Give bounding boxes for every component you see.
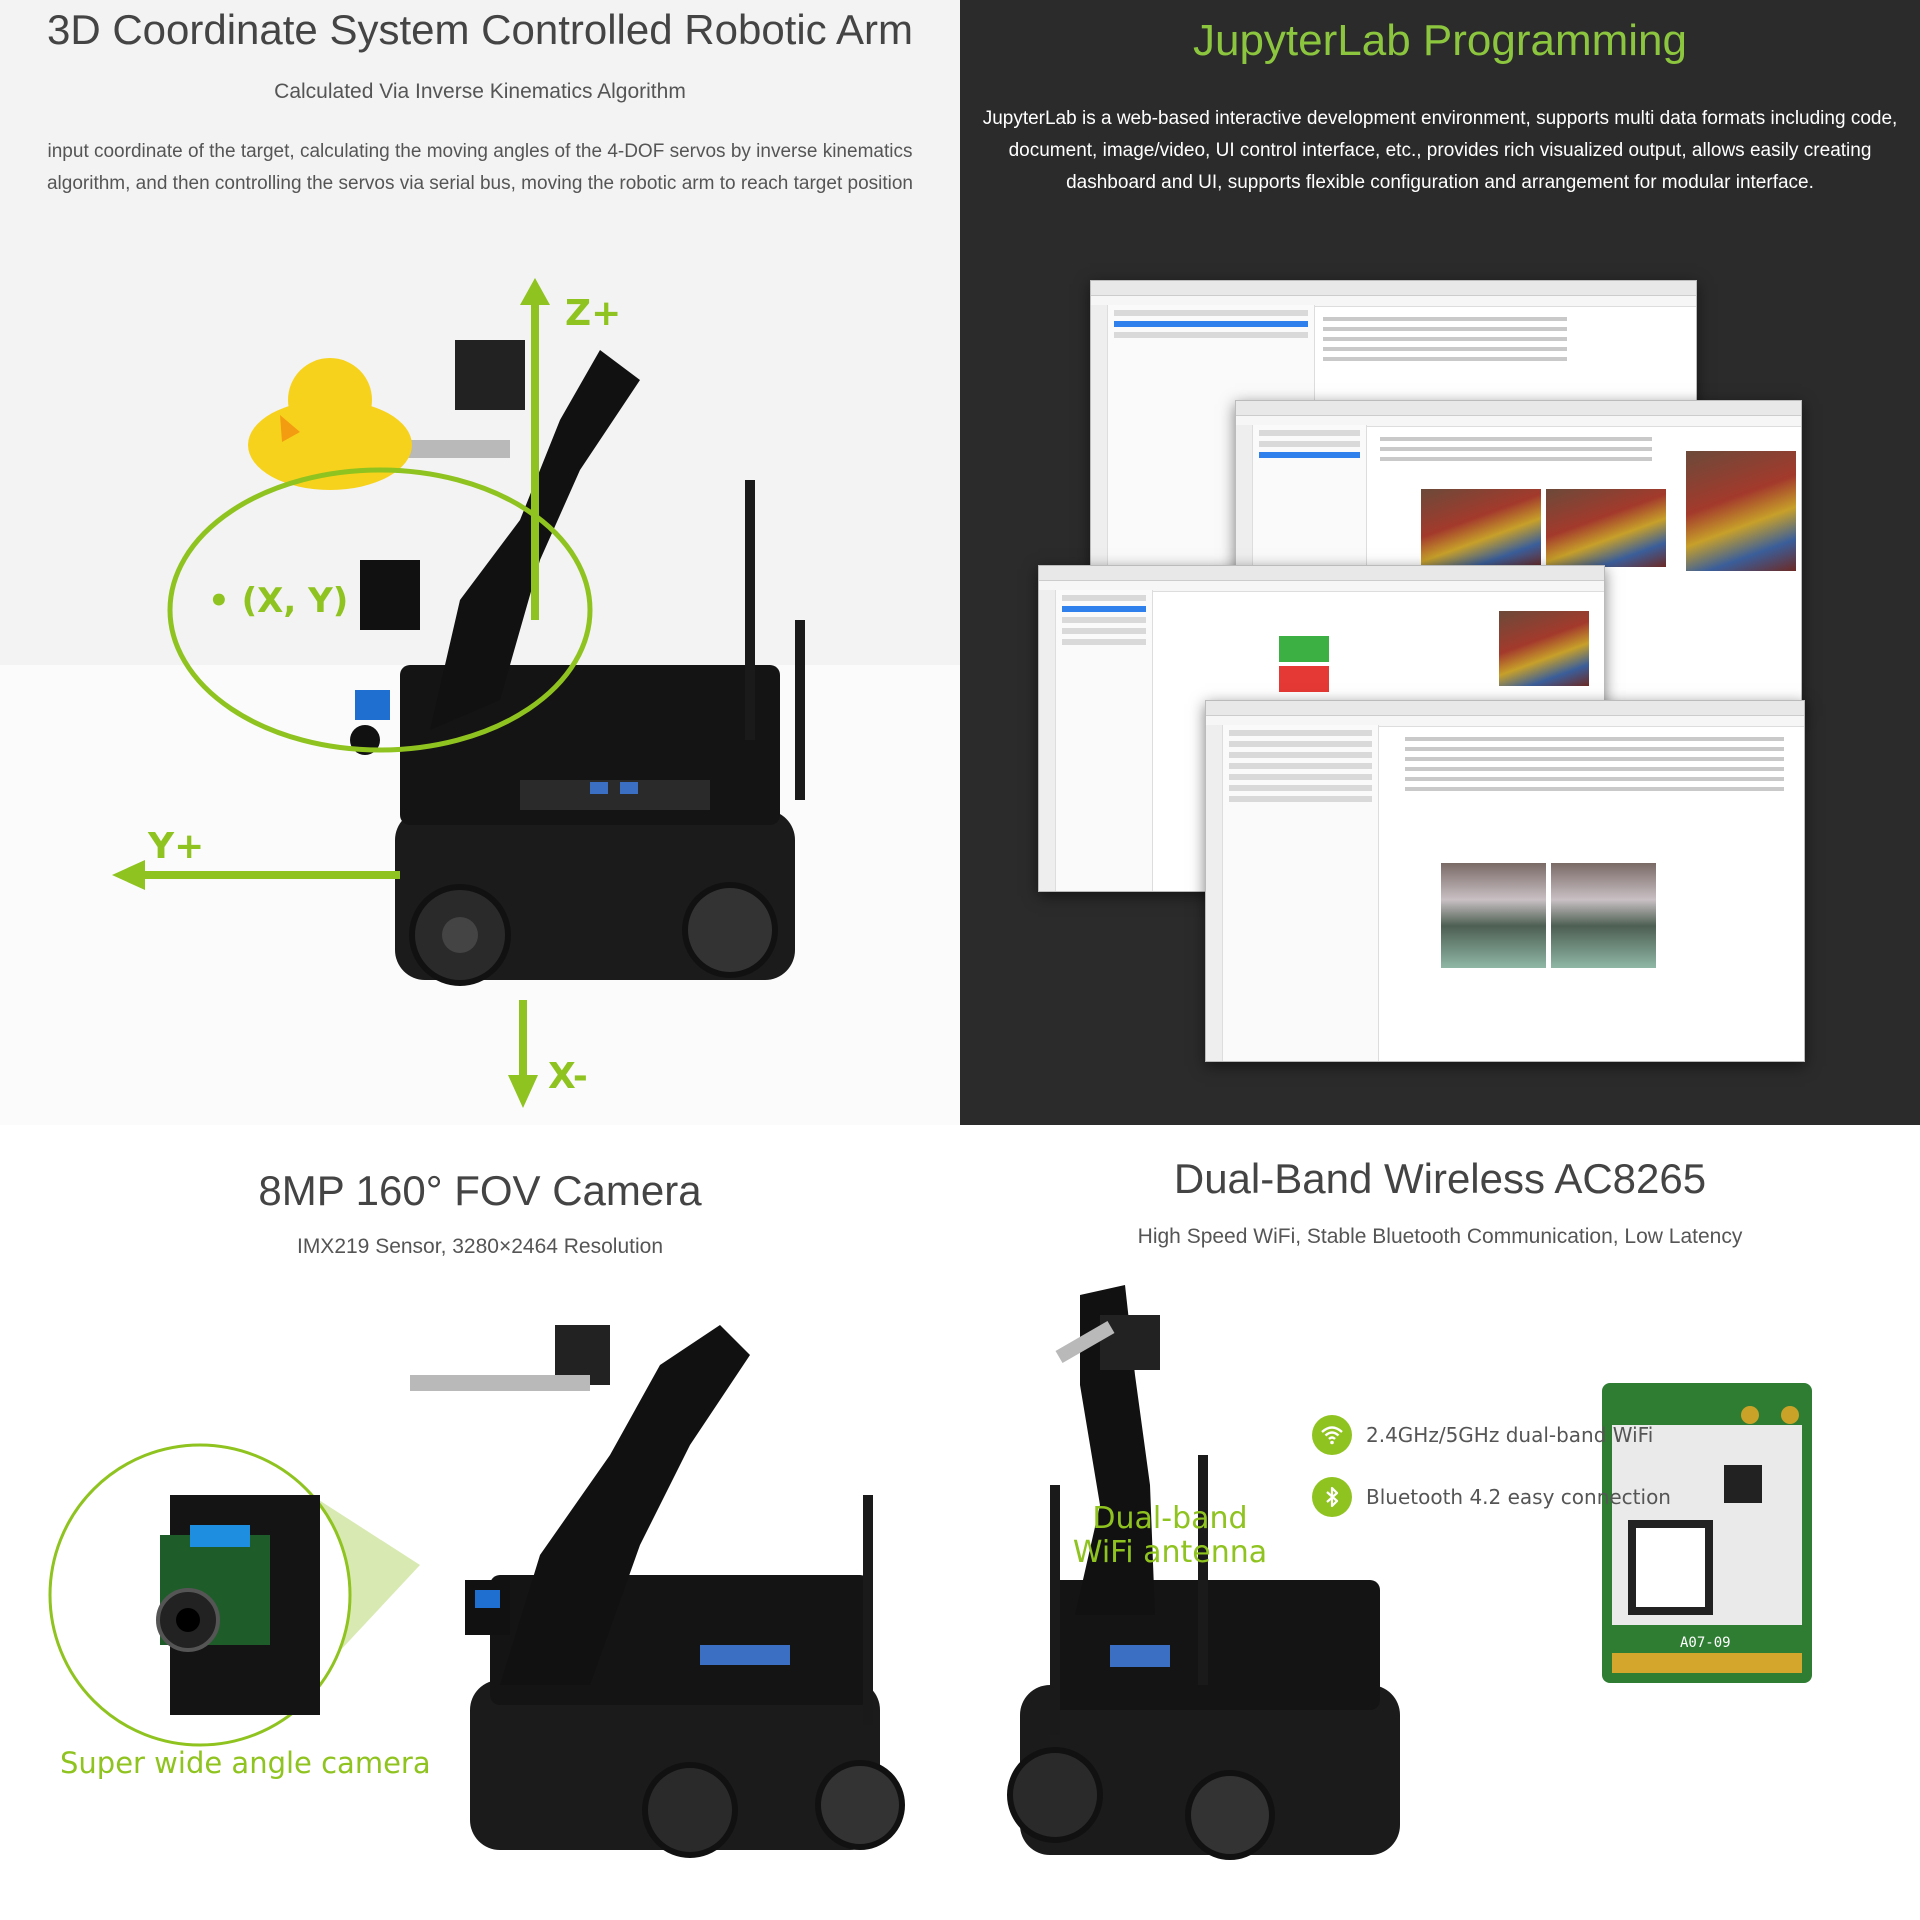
panel1-subtitle: Calculated Via Inverse Kinematics Algori… (274, 80, 686, 103)
robot-image (1007, 1285, 1400, 1860)
z-axis-label: Z+ (565, 293, 621, 334)
feature-wifi-label: 2.4GHz/5GHz dual-band WiFi (1366, 1423, 1654, 1447)
antenna-label-line2: WiFi antenna (1073, 1535, 1267, 1570)
antenna-label-line1: Dual-band (1092, 1501, 1247, 1536)
panel-robotic-arm: 3D Coordinate System Controlled Robotic … (0, 0, 960, 1125)
coordinate-diagram: Z+ Y+ X- • (X, Y) (0, 278, 960, 1125)
panel-wireless: Dual-Band Wireless AC8265 High Speed WiF… (960, 1125, 1920, 1920)
feature-bluetooth: Bluetooth 4.2 easy connection (1312, 1477, 1671, 1517)
panel1-description: input coordinate of the target, calculat… (46, 141, 913, 194)
wifi-icon (1312, 1415, 1352, 1455)
panel-jupyterlab: JupyterLab Programming JupyterLab is a w… (960, 0, 1920, 1125)
wifi-card: A07-09 (1602, 1383, 1812, 1683)
target-point-label: • (X, Y) (208, 581, 348, 621)
robot-image (410, 1325, 905, 1858)
card-label: A07-09 (1680, 1635, 1731, 1651)
y-axis-label: Y+ (147, 826, 204, 867)
panel3-title: 8MP 160° FOV Camera (258, 1167, 702, 1214)
jupyter-screenshot-4 (1205, 700, 1805, 1062)
reach-ellipse (167, 467, 593, 753)
x-axis-arrow (508, 1000, 538, 1108)
camera-illustration: Super wide angle camera (48, 1325, 905, 1858)
panel2-title: JupyterLab Programming (1192, 16, 1687, 65)
z-axis-arrow (520, 278, 550, 620)
feature-bluetooth-label: Bluetooth 4.2 easy connection (1366, 1485, 1671, 1509)
y-axis-arrow (112, 860, 400, 890)
panel-camera: 8MP 160° FOV Camera IMX219 Sensor, 3280×… (0, 1125, 960, 1920)
robot-image (248, 340, 805, 986)
feature-wifi: 2.4GHz/5GHz dual-band WiFi (1312, 1415, 1653, 1455)
panel2-description: JupyterLab is a web-based interactive de… (982, 108, 1898, 193)
panel4-title: Dual-Band Wireless AC8265 (1173, 1155, 1707, 1202)
panel3-subtitle: IMX219 Sensor, 3280×2464 Resolution (296, 1235, 663, 1258)
panel1-title: 3D Coordinate System Controlled Robotic … (46, 6, 914, 53)
panel4-subtitle: High Speed WiFi, Stable Bluetooth Commun… (1137, 1225, 1743, 1248)
bluetooth-icon (1312, 1477, 1352, 1517)
camera-callout-label: Super wide angle camera (60, 1746, 431, 1780)
x-axis-label: X- (548, 1056, 588, 1097)
wireless-illustration: Dual-band WiFi antenna A07-09 (1007, 1285, 1812, 1860)
